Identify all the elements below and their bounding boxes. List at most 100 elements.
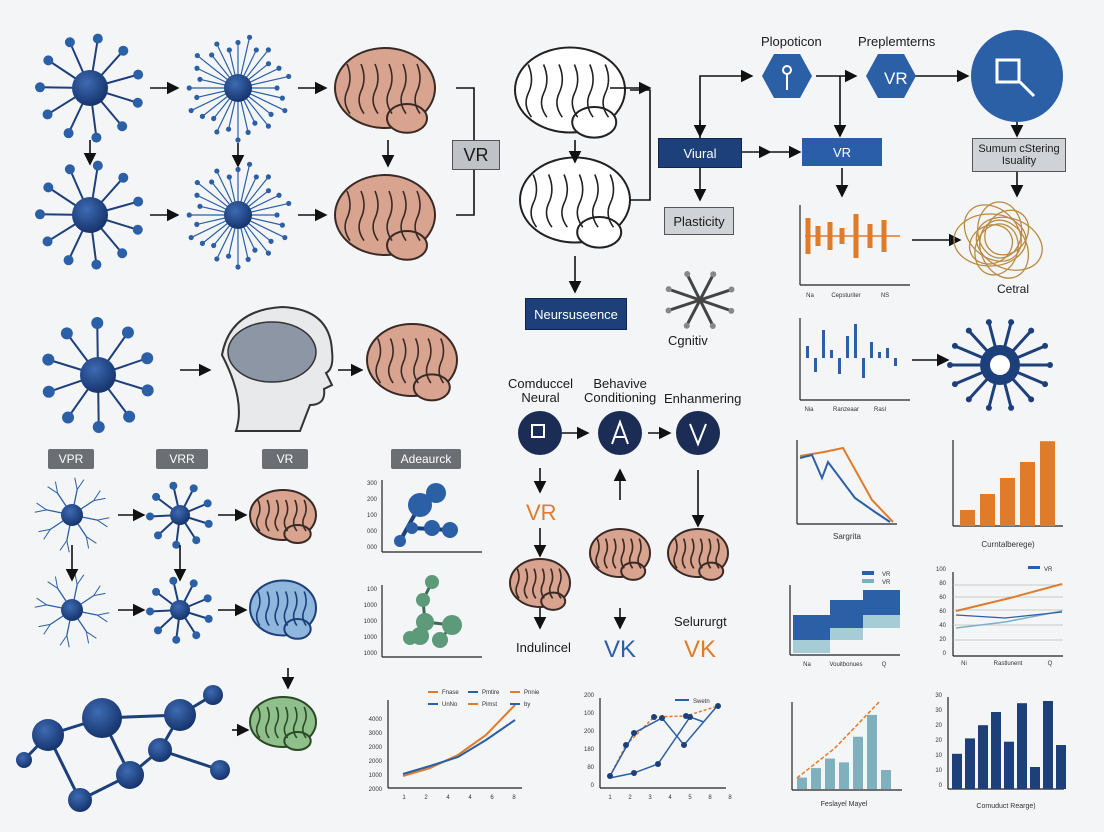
bar <box>1020 462 1035 526</box>
neursence-label: Neursuseence <box>534 306 618 322</box>
data-point <box>408 493 432 517</box>
y-tick-label: 20 <box>935 723 942 729</box>
bar <box>830 350 833 358</box>
viural-label: Viural <box>683 145 717 161</box>
neuron-soma <box>170 600 190 620</box>
brain-fold <box>595 538 600 569</box>
preplemterns-label: Preplemterns <box>858 34 936 49</box>
dendrite-knob <box>1042 342 1049 349</box>
brain-fold <box>302 591 307 627</box>
cerebral-loop <box>968 224 1014 265</box>
y-tick-label: 2000 <box>369 787 383 793</box>
legend-label: VR <box>882 572 891 578</box>
dendrite-knob <box>728 307 735 314</box>
dendrite-knob <box>146 607 155 616</box>
dendrite-branch <box>76 574 85 585</box>
dendrite-knob <box>1028 327 1035 334</box>
dendrite-branch <box>59 635 68 646</box>
molecule-node <box>116 761 144 789</box>
cerebral-loop <box>963 204 1022 262</box>
brain-fold <box>530 174 538 228</box>
brain-cerebellum <box>540 591 567 611</box>
x-axis-label: Feslayel Mayel <box>821 801 868 808</box>
bar <box>1017 703 1027 789</box>
y-tick-label: 100 <box>367 513 378 519</box>
series-line <box>955 611 1063 619</box>
x-tick-label: 4 <box>668 795 672 801</box>
brain-fold <box>690 538 695 569</box>
dendrite-branch <box>86 631 97 639</box>
dendrite-knob <box>153 531 162 540</box>
brain-fold <box>274 591 280 627</box>
neuron-soma <box>61 504 83 526</box>
dendrite-knob <box>226 47 232 53</box>
brain-fold <box>265 591 270 627</box>
dendrite-branch <box>66 540 70 553</box>
vr-headset-glyph <box>1018 80 1036 98</box>
brain-fold <box>414 63 421 115</box>
head-profile-icon <box>220 305 334 432</box>
dendrite-branch <box>36 502 47 511</box>
neuron-soma <box>61 599 83 621</box>
data-point <box>659 715 665 721</box>
brain-cerebellum <box>283 618 312 640</box>
dendrite-knob <box>245 129 251 135</box>
bar <box>1056 745 1066 789</box>
dendrite-knob <box>709 322 716 329</box>
dendrite-knob <box>133 69 144 80</box>
dendrite-knob <box>282 234 288 241</box>
x-tick-label: NS <box>881 293 889 299</box>
dendrite-knob <box>985 404 992 411</box>
x-tick-label: Q <box>882 662 887 668</box>
dendrite-knob <box>64 164 75 175</box>
cerebral-loop <box>979 219 1030 279</box>
brain-fold <box>681 538 687 569</box>
dendrite-branch <box>47 486 58 494</box>
brain-outline-icon <box>514 46 626 139</box>
series-line <box>609 704 719 777</box>
x-tick-label: Rasl <box>874 407 886 413</box>
legend-swatch <box>468 691 478 693</box>
dendrite-knob <box>172 540 181 549</box>
brain-fold <box>620 538 625 569</box>
cerebral-loop <box>984 209 1030 256</box>
dendrite-knob <box>684 271 691 278</box>
dendrite-knob <box>197 76 203 82</box>
brain-icons <box>220 46 729 751</box>
dendrite-knob <box>246 161 253 167</box>
dendrite-knob <box>683 322 690 329</box>
brain-fold <box>255 706 261 739</box>
neuron-small-icon <box>146 481 213 549</box>
dendrite-knob <box>286 73 292 80</box>
head-brain <box>227 321 317 383</box>
brain-fold <box>438 338 445 384</box>
dendrite-knob <box>235 166 241 173</box>
cgnitiv-label: Cgnitiv <box>668 333 708 348</box>
x-tick-label: Rastlunent <box>994 661 1023 667</box>
brain-fold <box>358 190 365 242</box>
dendrite-branch <box>34 509 47 513</box>
dendrite-knob <box>194 94 200 101</box>
hex-vr-label: VR <box>884 69 908 88</box>
area-series <box>793 590 900 650</box>
x-tick-label: Q <box>1048 661 1053 667</box>
dendrite-knob <box>253 47 259 53</box>
brain-head-blue-icon <box>249 579 317 640</box>
dendrite-knob <box>265 47 271 53</box>
dendrite-knob <box>268 111 274 117</box>
y-tick-label: 0 <box>939 783 943 789</box>
dendrite-knob <box>117 121 128 132</box>
orange-blue-lines-chart: Sargrita <box>796 440 897 541</box>
legend-swatch <box>675 699 689 701</box>
y-tick-label: 30 <box>935 708 942 714</box>
bar <box>814 358 817 372</box>
dendrite-knob <box>274 212 280 218</box>
legend-swatch <box>428 703 438 705</box>
brain-fold <box>607 174 615 228</box>
bar <box>806 346 809 358</box>
dendrite-branch <box>38 623 51 628</box>
dendrite-knob <box>194 65 200 71</box>
dendrite-knob <box>665 307 672 314</box>
y-tick-label: 200 <box>584 693 595 699</box>
molecule-node <box>82 698 122 738</box>
